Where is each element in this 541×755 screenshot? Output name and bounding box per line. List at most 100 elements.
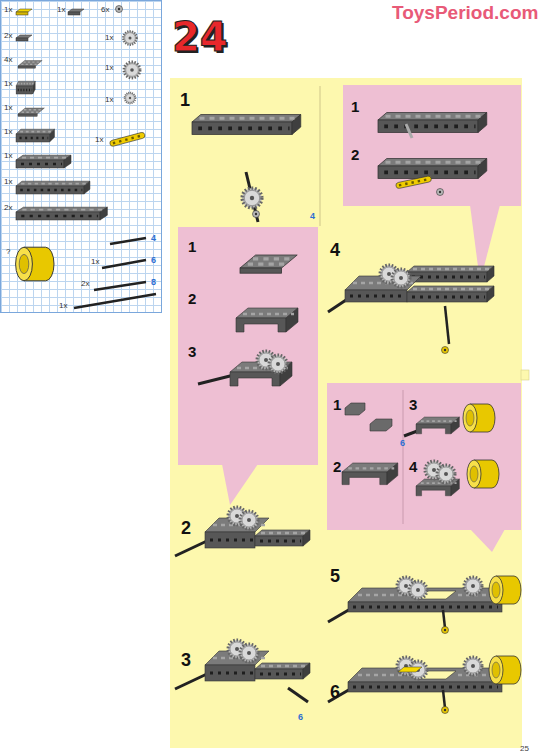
- drawing-use: [230, 362, 292, 386]
- part-quantity: 1x: [57, 5, 65, 14]
- callout-box: 123: [178, 227, 318, 465]
- drawing-use: [378, 113, 487, 133]
- drawing-use: [18, 61, 42, 69]
- axle-length: 4: [151, 233, 156, 243]
- drawing-use: [16, 155, 71, 168]
- drawing-use: [109, 132, 145, 147]
- substep-number: 1: [351, 98, 359, 115]
- drawing-use: [425, 461, 443, 479]
- drawing-use: [125, 93, 136, 104]
- part-quantity: 1x: [91, 257, 99, 266]
- drawing-polygon: [370, 419, 392, 431]
- step-3-art: [175, 640, 310, 702]
- part-quantity: 2x: [4, 203, 12, 212]
- drawing-use: [463, 404, 495, 432]
- step-number: 6: [330, 682, 340, 703]
- drawing-use: [437, 465, 455, 483]
- part-quantity: 1x: [95, 135, 103, 144]
- drawing-use: [16, 129, 55, 142]
- page-step-number: 24: [172, 14, 228, 60]
- drawing-use: [16, 35, 32, 41]
- drawing-line: [288, 688, 308, 702]
- step-panel: 144253661212313624: [170, 78, 522, 748]
- drawing-line: [404, 430, 420, 436]
- drawing-line: [198, 374, 238, 384]
- substep-number: 3: [409, 396, 417, 413]
- axle-length: 8: [151, 277, 156, 287]
- part-quantity: 1x: [4, 79, 12, 88]
- drawing-use: [342, 463, 398, 485]
- drawing-use: [18, 108, 44, 116]
- part-quantity: 2x: [4, 31, 12, 40]
- drawing-line: [94, 282, 146, 290]
- step-4-art: [328, 265, 494, 354]
- drawing-use: [123, 31, 137, 45]
- drawing-use: [328, 576, 521, 634]
- substep-number: 2: [351, 146, 359, 163]
- step-number: 4: [330, 240, 340, 261]
- substep-number: 2: [188, 290, 196, 307]
- drawing-use: [437, 189, 444, 196]
- drawing-use: [16, 247, 54, 281]
- axle-length: 6: [400, 438, 405, 448]
- drawing-use: [175, 507, 310, 556]
- drawing-line: [110, 238, 146, 244]
- drawing-polygon: [470, 529, 505, 552]
- drawing-use: [328, 656, 521, 714]
- drawing-line: [102, 260, 146, 268]
- drawing-use: [416, 417, 459, 434]
- callout-box: 13624: [327, 383, 521, 530]
- step-number: 5: [330, 566, 340, 587]
- part-quantity: 1x: [105, 33, 113, 42]
- drawing-line: [320, 86, 321, 226]
- parts-pieces: [16, 6, 156, 309]
- step-5-art: [328, 576, 521, 634]
- parts-list-box: 1x1x6x2x1x4x1x1x1x1x1x1x1x1x2x4?1x62x81x: [0, 0, 162, 313]
- part-quantity: 1x: [4, 103, 12, 112]
- substep-number: 4: [409, 458, 417, 475]
- drawing-use: [192, 115, 301, 135]
- drawing-line: [74, 294, 156, 308]
- axle-length: 6: [298, 712, 303, 722]
- part-quantity: 1x: [4, 151, 12, 160]
- drawing-use: [378, 159, 487, 179]
- drawing-use: [269, 355, 287, 373]
- drawing-line: [403, 390, 404, 524]
- drawing-use: [395, 176, 431, 189]
- substep-number: 1: [188, 238, 196, 255]
- substep-number: 2: [333, 458, 341, 475]
- part-quantity: ?: [6, 247, 10, 256]
- axle-length: 6: [151, 255, 156, 265]
- drawing-use: [236, 308, 298, 332]
- drawing-use: [16, 181, 90, 194]
- step-6-art: [328, 656, 521, 714]
- part-quantity: 1x: [4, 5, 12, 14]
- drawing-use: [242, 188, 262, 208]
- drawing-rect: [521, 370, 529, 380]
- drawing-polygon: [470, 205, 500, 282]
- drawing-use: [257, 351, 275, 369]
- panel-decor: [222, 86, 529, 552]
- part-quantity: 1x: [59, 301, 67, 310]
- part-quantity: 6x: [101, 5, 109, 14]
- step-number: 3: [181, 650, 191, 671]
- drawing-use: [124, 62, 140, 78]
- callout-c-art: [342, 403, 499, 496]
- step-2-art: [175, 507, 310, 556]
- drawing-use: [253, 211, 260, 218]
- drawing-line: [246, 172, 258, 222]
- callout-b-art: [198, 255, 298, 386]
- drawing-use: [116, 6, 123, 13]
- step-number: 2: [181, 518, 191, 539]
- callout-a-art: [378, 113, 487, 196]
- drawing-use: [328, 265, 494, 354]
- drawing-use: [68, 9, 84, 15]
- drawing-use: [416, 479, 459, 496]
- step-number: 1: [180, 90, 190, 111]
- part-quantity: 1x: [4, 177, 12, 186]
- axle-length: 4: [310, 211, 315, 221]
- callout-box: 12: [343, 85, 521, 206]
- part-quantity: 1x: [105, 95, 113, 104]
- drawing-use: [240, 255, 297, 273]
